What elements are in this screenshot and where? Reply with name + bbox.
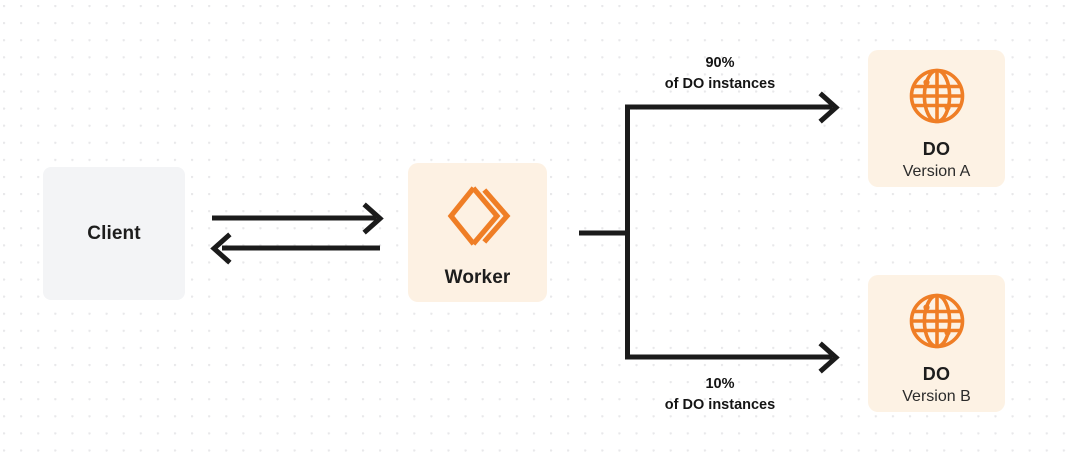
arrow-worker-to-client <box>210 232 380 265</box>
node-do-version-b[interactable]: DO Version B <box>868 275 1005 412</box>
edge-bottom-caption: of DO instances <box>664 396 776 413</box>
arrow-worker-to-do-a <box>625 91 840 124</box>
do-b-label: DO <box>922 364 951 384</box>
node-worker[interactable]: Worker <box>408 163 547 302</box>
worker-label: Worker <box>444 267 511 288</box>
edge-top-percent: 90% <box>705 55 735 71</box>
node-do-version-a[interactable]: DO Version A <box>868 50 1005 187</box>
globe-icon <box>907 291 967 351</box>
edge-top-caption: of DO instances <box>664 75 776 92</box>
edge-label-bottom: 10% of DO instances <box>620 374 820 415</box>
edge-label-top: 90% of DO instances <box>620 53 820 94</box>
node-client[interactable]: Client <box>43 167 185 300</box>
arrow-worker-to-do-b <box>625 341 840 374</box>
client-label: Client <box>87 222 141 244</box>
do-a-version-label: Version A <box>902 163 971 180</box>
do-a-label: DO <box>922 139 951 159</box>
arrow-client-to-worker <box>212 202 384 235</box>
branch-trunk <box>579 104 630 360</box>
edge-bottom-percent: 10% <box>705 376 735 392</box>
worker-chevrons-icon <box>445 185 511 247</box>
globe-icon <box>907 66 967 126</box>
do-b-version-label: Version B <box>902 388 971 405</box>
